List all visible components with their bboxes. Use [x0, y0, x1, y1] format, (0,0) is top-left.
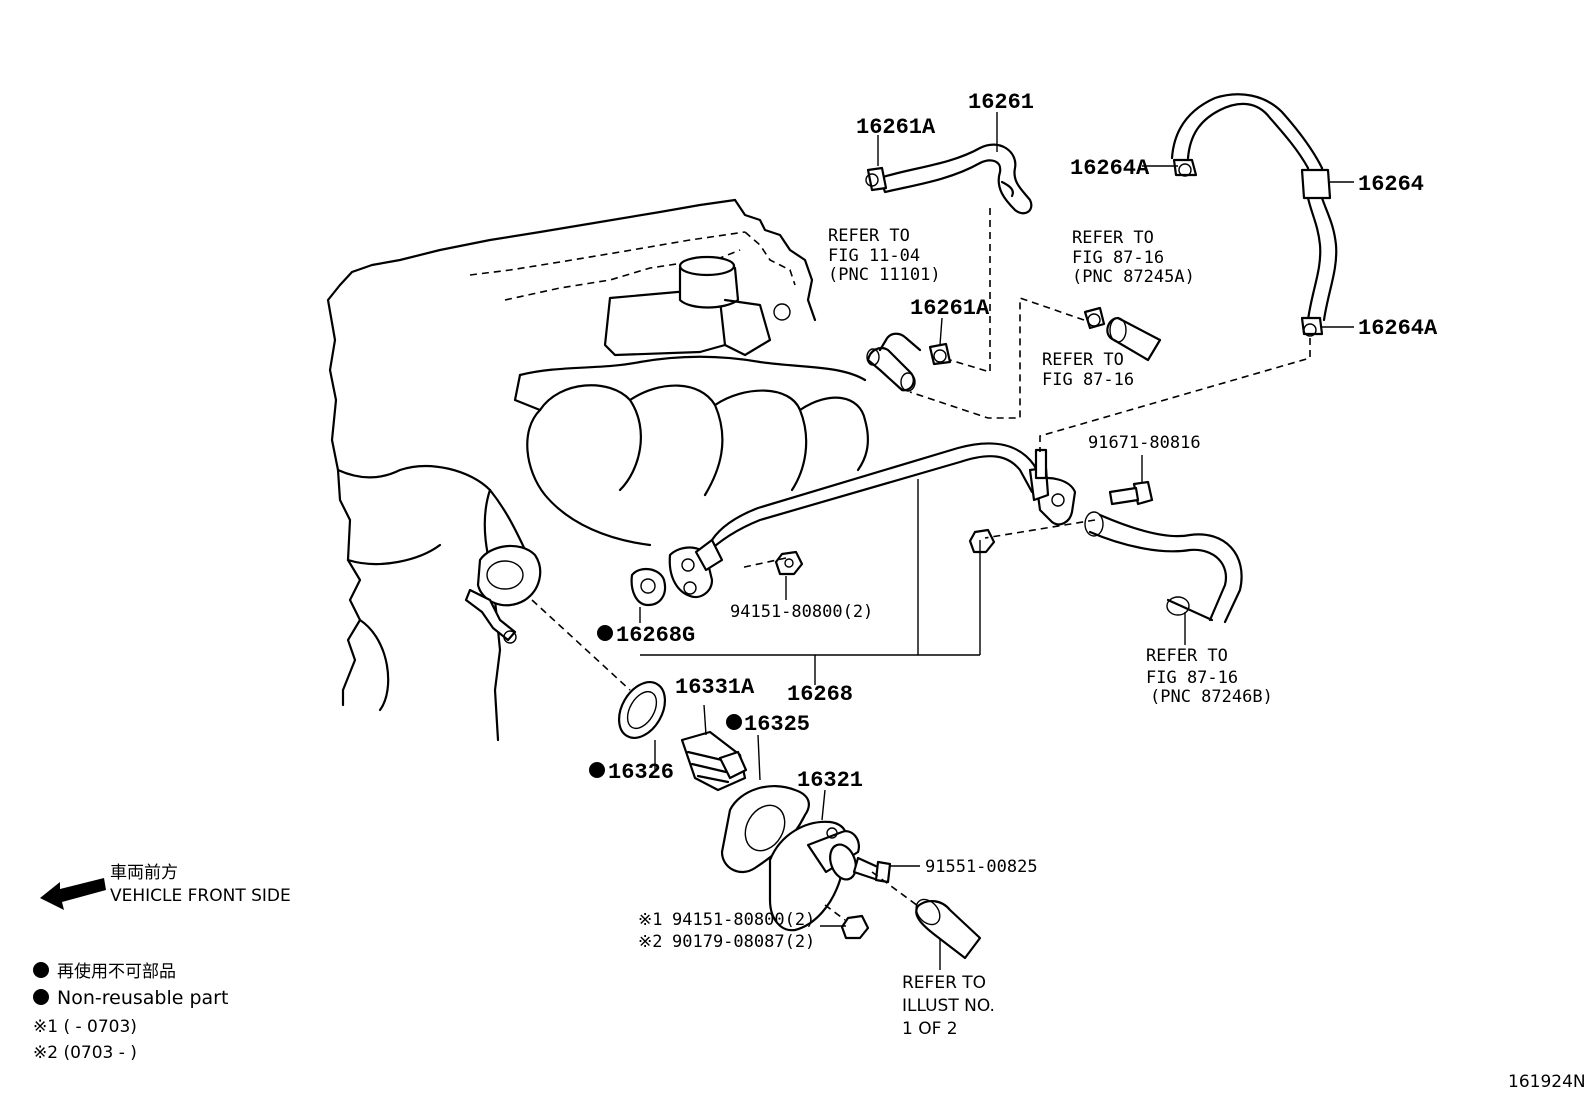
label-16264: 16264 — [1358, 172, 1424, 197]
label-91551-00825: 91551-00825 — [925, 857, 1038, 877]
hose-clamp-16261a-mid — [928, 342, 952, 366]
refer-illust-1-of-2: REFER TO ILLUST NO. 1 OF 2 — [902, 973, 995, 1039]
label-16268: 16268 — [787, 682, 853, 707]
label-16268g: 16268G — [616, 623, 695, 648]
left-arrow-icon — [40, 878, 106, 910]
svg-text:FIG 87-16: FIG 87-16 — [1146, 668, 1238, 688]
svg-text:(PNC 11101): (PNC 11101) — [828, 265, 941, 285]
refer-fig-11-04: REFER TO FIG 11-04 (PNC 11101) — [828, 226, 941, 285]
hose-87246b — [1084, 511, 1243, 624]
svg-text:ILLUST NO.: ILLUST NO. — [902, 996, 995, 1016]
figure-id: 161924N — [1508, 1072, 1586, 1092]
leader-lines — [639, 112, 1354, 970]
refer-fig-87-16-c: REFER TO FIG 87-16 (PNC 87246B) — [1146, 646, 1273, 707]
refer-fig-87-16-b: REFER TO FIG 87-16 — [1042, 350, 1134, 390]
label-16321: 16321 — [797, 768, 863, 793]
hose-clamp-16264a-bottom — [1300, 316, 1324, 337]
svg-text:(PNC 87246B): (PNC 87246B) — [1150, 687, 1273, 707]
svg-text:FIG 87-16: FIG 87-16 — [1072, 248, 1164, 268]
gasket-16325 — [720, 785, 810, 874]
label-16264a-top: 16264A — [1070, 156, 1150, 181]
label-16261a-top: 16261A — [856, 115, 936, 140]
nonreusable-dot — [597, 625, 613, 641]
hose-16264 — [1170, 93, 1338, 322]
nonreusable-dot — [33, 989, 49, 1005]
nut-bottom — [840, 914, 870, 940]
svg-text:(PNC 87245A): (PNC 87245A) — [1072, 267, 1195, 287]
hose-clamp-16261a-top — [865, 166, 888, 192]
block-water-inlet — [464, 544, 542, 644]
svg-text:REFER TO: REFER TO — [902, 973, 986, 993]
hose-16261 — [878, 143, 1033, 215]
dashed-connectors — [531, 208, 1311, 921]
svg-text:REFER TO: REFER TO — [828, 226, 910, 246]
vehicle-front-indicator: 車両前方 VEHICLE FRONT SIDE — [40, 863, 291, 910]
hose-stub-illust — [915, 898, 982, 960]
nonreusable-dot — [589, 762, 605, 778]
label-90179-08087: 90179-08087(2) — [672, 932, 815, 952]
legend-note-2: ※2 (0703 - ) — [33, 1043, 137, 1063]
legend-nonreusable-en: Non-reusable part — [57, 987, 228, 1009]
water-inlet-16321 — [768, 820, 860, 932]
label-94151-flange: 94151-80800(2) — [730, 602, 873, 622]
label-16326: 16326 — [608, 760, 674, 785]
label-16261a-mid: 16261A — [910, 296, 990, 321]
nonreusable-dot — [33, 962, 49, 978]
label-16264a-bottom: 16264A — [1358, 316, 1438, 341]
bolt-91551 — [852, 856, 892, 884]
nonreusable-dot — [726, 714, 742, 730]
svg-text:REFER TO: REFER TO — [1072, 228, 1154, 248]
hose-clamp-16264a-top — [1172, 158, 1198, 177]
front-label-en: VEHICLE FRONT SIDE — [110, 886, 291, 906]
svg-text:FIG 87-16: FIG 87-16 — [1042, 370, 1134, 390]
engine-block-illustration — [326, 198, 869, 742]
part-labels: 16261A 16261 16264A 16264 16264A 16261A … — [589, 90, 1438, 952]
gasket-16326 — [617, 681, 667, 739]
front-label-jp: 車両前方 — [110, 863, 178, 883]
nut-94151-flange — [774, 550, 804, 576]
nut-right — [968, 528, 996, 554]
hose-stub-87245a — [1083, 306, 1162, 362]
gasket-16268g — [630, 567, 667, 607]
svg-text:FIG 11-04: FIG 11-04 — [828, 246, 920, 266]
mark-2: ※2 — [638, 932, 662, 952]
label-16325: 16325 — [744, 712, 810, 737]
label-16261: 16261 — [968, 90, 1034, 115]
water-bypass-pipe-16268 — [668, 442, 1077, 599]
svg-text:REFER TO: REFER TO — [1042, 350, 1124, 370]
label-16331a: 16331A — [675, 675, 755, 700]
thermostat-16331a — [680, 730, 748, 792]
svg-text:REFER TO: REFER TO — [1146, 646, 1228, 666]
label-94151-bottom: 94151-80800(2) — [672, 910, 815, 930]
pcv-pipe — [866, 332, 922, 392]
legend-note-1: ※1 ( - 0703) — [33, 1017, 137, 1037]
legend-nonreusable-jp: 再使用不可部品 — [57, 961, 176, 982]
label-91671-80816: 91671-80816 — [1088, 433, 1201, 453]
legend: 再使用不可部品 Non-reusable part ※1 ( - 0703) ※… — [33, 961, 228, 1063]
svg-text:1 OF 2: 1 OF 2 — [902, 1019, 958, 1039]
mark-1: ※1 — [638, 910, 662, 930]
refer-fig-87-16-a: REFER TO FIG 87-16 (PNC 87245A) — [1072, 228, 1195, 287]
bolt-91671 — [1108, 480, 1154, 506]
